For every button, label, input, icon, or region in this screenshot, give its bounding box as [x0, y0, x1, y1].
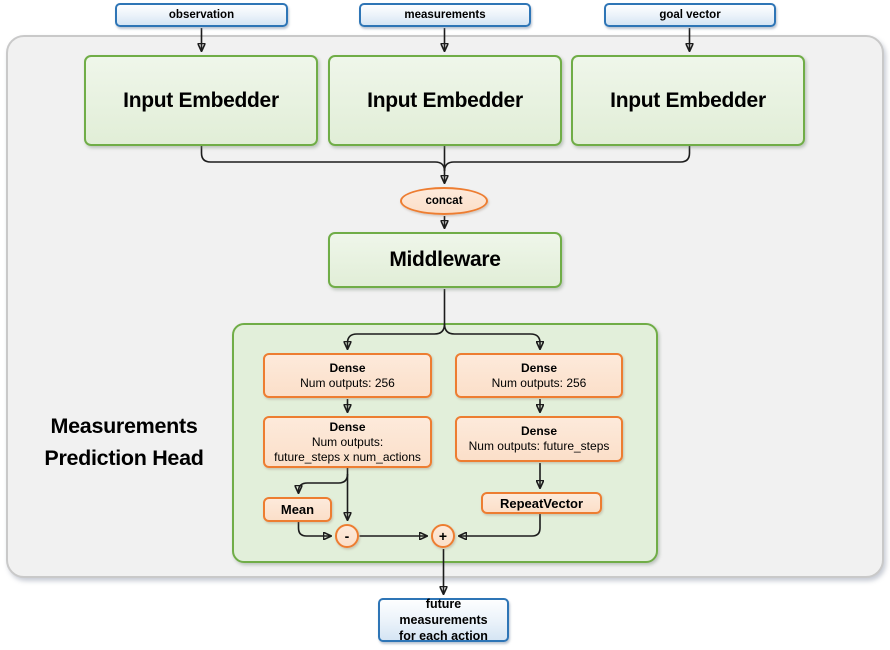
input-embedder-3-label: Input Embedder — [610, 88, 766, 112]
input-measurements-label: measurements — [404, 9, 486, 21]
dense-right-2-title: Dense — [520, 424, 558, 438]
concat-op-ellipse: concat — [400, 187, 488, 215]
dense-left-1-outputs: Num outputs: 256 — [300, 375, 395, 390]
dense-right-1: Dense Num outputs: 256 — [455, 353, 623, 398]
input-measurements: measurements — [359, 3, 531, 27]
mean-label: Mean — [280, 502, 315, 517]
dense-left-2: Dense Num outputs: future_steps x num_ac… — [263, 416, 432, 468]
dense-left-1-title: Dense — [329, 360, 366, 375]
add-op-label: + — [438, 528, 448, 544]
repeat-vector-label: RepeatVector — [499, 495, 584, 511]
output-label-line2: for each action — [399, 629, 488, 643]
dense-left-1: Dense Num outputs: 256 — [263, 353, 432, 398]
dense-left-2-title: Dense — [329, 419, 366, 434]
output-future-measurements: future measurements for each action — [378, 597, 509, 643]
mean-block: Mean — [263, 497, 332, 522]
repeat-vector-block: RepeatVector — [481, 492, 602, 514]
dense-right-1-title: Dense — [520, 360, 558, 375]
input-goal-vector-label: goal vector — [659, 9, 721, 21]
prediction-head-label-line1: Measurements — [50, 414, 198, 438]
dense-right-2: Dense Num outputs: future_steps — [455, 416, 623, 462]
dense-right-1-outputs: Num outputs: 256 — [491, 375, 587, 390]
prediction-head-label: Measurements Prediction Head — [20, 410, 228, 474]
input-embedder-3: Input Embedder — [571, 55, 805, 146]
input-observation-label: observation — [168, 9, 235, 21]
input-embedder-1-label: Input Embedder — [123, 88, 279, 112]
output-label-line1: future measurements — [399, 597, 488, 627]
input-embedder-2: Input Embedder — [328, 55, 562, 146]
dense-left-2-outputs-value: future_steps x num_actions — [274, 449, 421, 464]
input-embedder-1: Input Embedder — [84, 55, 318, 146]
input-embedder-2-label: Input Embedder — [367, 88, 523, 112]
middleware-label: Middleware — [389, 248, 501, 271]
concat-op-label: concat — [425, 195, 463, 207]
add-op-circle: + — [431, 524, 455, 548]
prediction-head-label-line2: Prediction Head — [44, 446, 204, 470]
middleware-block: Middleware — [328, 232, 562, 288]
input-goal-vector: goal vector — [604, 3, 776, 27]
dense-left-2-outputs: Num outputs: — [311, 434, 384, 449]
subtract-op-circle: - — [335, 524, 359, 548]
dense-right-2-outputs: Num outputs: future_steps — [468, 439, 610, 453]
subtract-op-label: - — [344, 528, 350, 544]
input-observation: observation — [115, 3, 288, 27]
